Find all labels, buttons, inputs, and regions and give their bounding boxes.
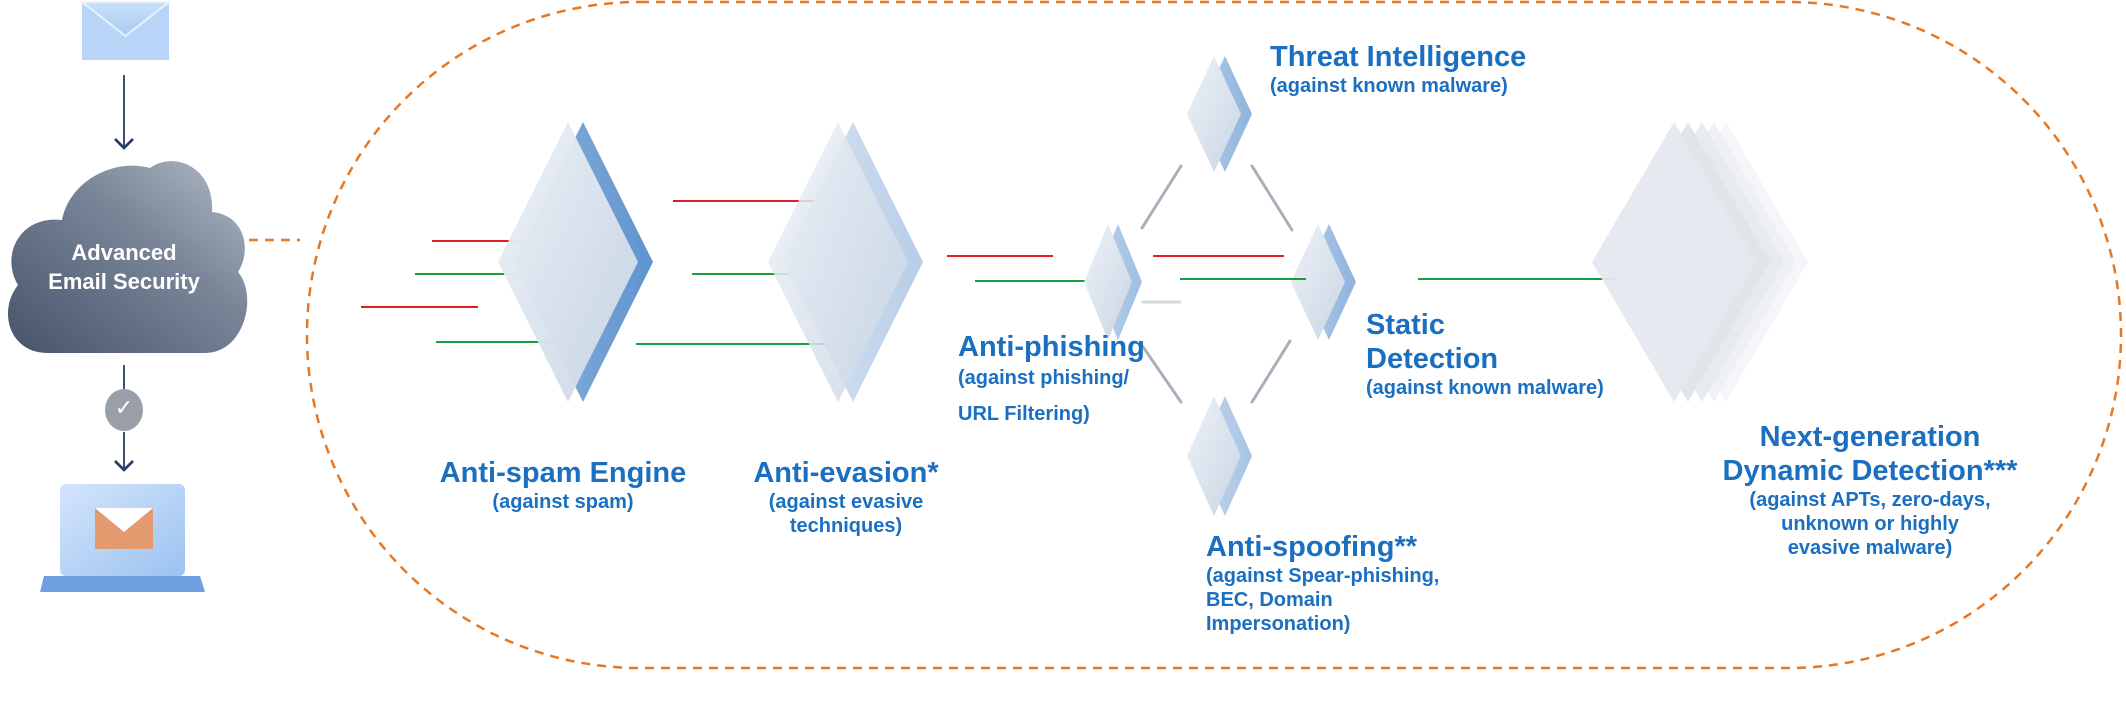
stage3-email-streaks bbox=[947, 255, 1089, 282]
threat-intelligence-label: Threat Intelligence (against known malwa… bbox=[1270, 40, 1590, 98]
filter-diamond-icon bbox=[1187, 396, 1252, 516]
nextgen-subtitle-line2: unknown or highly bbox=[1781, 513, 1959, 535]
filter-diamond-icon bbox=[1084, 224, 1142, 340]
antispoofing-subtitle-line2: BEC, Domain bbox=[1206, 589, 1333, 611]
static-detection-title-line1: Static bbox=[1366, 309, 1445, 341]
filter-diamond-icon bbox=[1291, 224, 1356, 340]
envelope-icon bbox=[79, 0, 172, 60]
cloud-label: Advanced Email Security bbox=[0, 238, 248, 296]
filter-diamond-icon bbox=[768, 122, 923, 402]
antievasion-subtitle-line1: (against evasive bbox=[768, 491, 924, 513]
antievasion-subtitle-line2: techniques) bbox=[789, 515, 903, 537]
nextgen-title-line2: Dynamic Detection*** bbox=[1722, 455, 2018, 487]
antispam-subtitle: (against spam) bbox=[492, 491, 634, 513]
hub-connectors bbox=[1139, 164, 1294, 404]
cloud-icon bbox=[8, 161, 248, 353]
check-icon bbox=[105, 389, 143, 431]
filter-diamond-icon bbox=[498, 122, 653, 402]
hub-email-streaks bbox=[1153, 255, 1306, 280]
antiphishing-title: Anti-phishing bbox=[958, 331, 1145, 363]
filter-diamond-icon bbox=[1592, 122, 1808, 402]
filter-diamond-icon bbox=[1187, 56, 1252, 172]
antispoofing-subtitle-line1: (against Spear-phishing, bbox=[1206, 565, 1440, 587]
nextgen-subtitle-line1: (against APTs, zero-days, bbox=[1749, 489, 1991, 511]
antiphishing-label: Anti-phishing (against phishing/ URL Fil… bbox=[958, 330, 1188, 426]
cloud-label-line1: Advanced bbox=[71, 240, 177, 265]
static-detection-subtitle: (against known malware) bbox=[1366, 377, 1604, 399]
nextgen-subtitle-line3: evasive malware) bbox=[1787, 537, 1953, 559]
nextgen-title-line1: Next-generation bbox=[1759, 421, 1981, 453]
static-detection-label: Static Detection (against known malware) bbox=[1366, 308, 1666, 400]
antispoofing-label: Anti-spoofing** (against Spear-phishing,… bbox=[1206, 530, 1506, 636]
pipeline-boundary bbox=[305, 0, 2123, 670]
threat-intelligence-title: Threat Intelligence bbox=[1270, 41, 1527, 73]
antispoofing-subtitle-line3: Impersonation) bbox=[1206, 613, 1351, 635]
laptop-icon bbox=[40, 484, 205, 592]
cloud-label-line2: Email Security bbox=[48, 269, 200, 294]
antievasion-title: Anti-evasion* bbox=[753, 457, 939, 489]
antispam-title: Anti-spam Engine bbox=[439, 457, 687, 489]
antispoofing-title: Anti-spoofing** bbox=[1206, 531, 1418, 563]
antispam-label: Anti-spam Engine (against spam) bbox=[428, 456, 698, 514]
nextgen-label: Next-generation Dynamic Detection*** (ag… bbox=[1700, 420, 2040, 560]
antiphishing-subtitle-line2: URL Filtering) bbox=[958, 403, 1090, 425]
check-glyph: ✓ bbox=[114, 396, 134, 421]
threat-intelligence-subtitle: (against known malware) bbox=[1270, 75, 1508, 97]
antievasion-label: Anti-evasion* (against evasive technique… bbox=[730, 456, 962, 538]
antiphishing-subtitle-line1: (against phishing/ bbox=[958, 367, 1130, 389]
static-detection-title-line2: Detection bbox=[1366, 343, 1499, 375]
